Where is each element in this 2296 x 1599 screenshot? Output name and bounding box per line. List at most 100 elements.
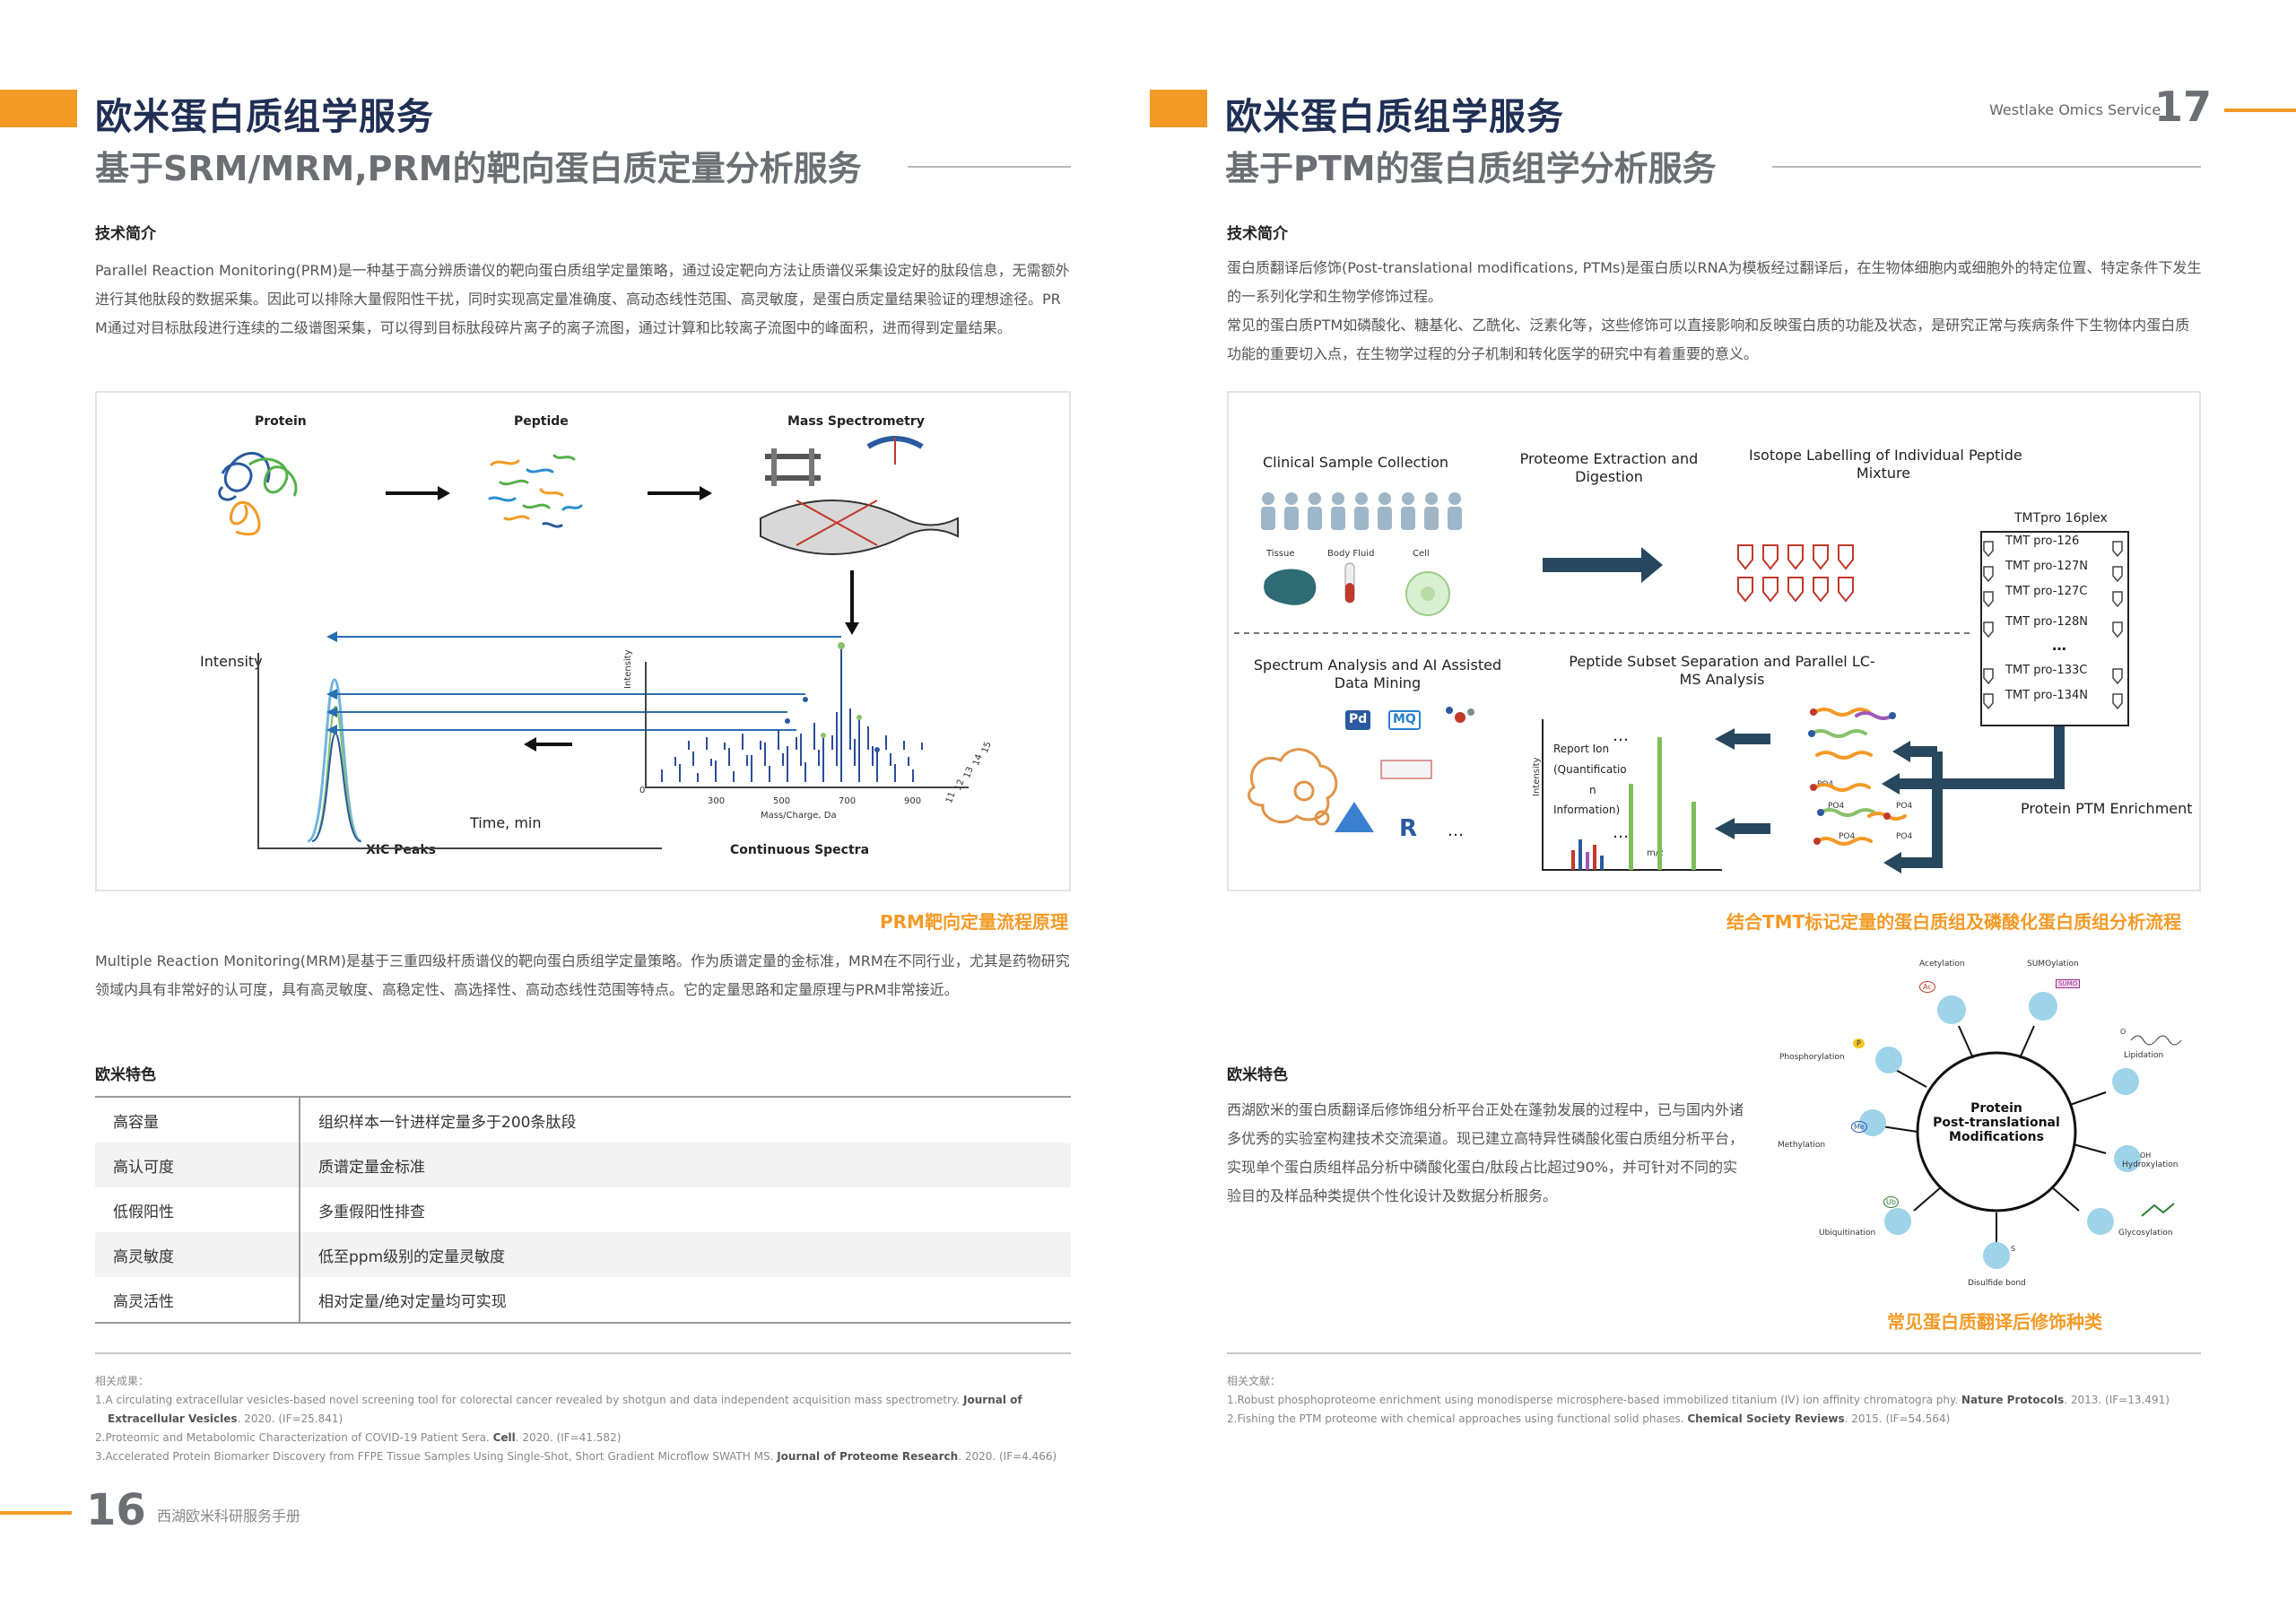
feature-key: 高灵敏度 (95, 1232, 300, 1277)
mass-spectrometer-icon (760, 436, 959, 555)
r-logo: R (1399, 815, 1418, 842)
mz-label: m/z (1647, 848, 1664, 858)
ub-badge: Ub (1883, 1196, 1899, 1208)
header-accent-line (2224, 109, 2296, 112)
features-table: 高容量组织样本一针进样定量多于200条肽段 高认可度质谱定量金标准 低假阳性多重… (95, 1096, 1071, 1324)
prm-figure-caption: PRM靶向定量流程原理 (880, 911, 1068, 933)
p-badge: P (1853, 1038, 1865, 1048)
step-peptide-separation: Peptide Subset Separation and Parallel L… (1569, 653, 1875, 688)
ptm-label-phosphorylation: Phosphorylation (1779, 1053, 1845, 1062)
lipid-chain (2130, 1035, 2182, 1046)
software-ellipsis: … (1448, 821, 1464, 840)
workflow-caption: 结合TMT标记定量的蛋白质组及磷酸化蛋白质组分析流程 (1726, 911, 2182, 933)
tmt-item: TMT pro-128N (2005, 615, 2088, 629)
workflow-graphics (1234, 492, 2123, 873)
ptm-label-acetylation: Acetylation (1919, 960, 1965, 969)
peptide-ellipsis-2: … (1613, 823, 1629, 842)
labelled-tubes (1737, 544, 1854, 603)
tmt-item: TMT pro-127C (2005, 585, 2088, 598)
accent-bar (1150, 90, 1207, 127)
po4-label: PO4 (1839, 832, 1856, 841)
feature-row: 高灵敏度低至ppm级别的定量灵敏度 (95, 1232, 1071, 1277)
cell-icon (1405, 571, 1450, 616)
spec-xlabel: Mass/Charge, Da (761, 811, 837, 821)
footer-text: 西湖欧米科研服务手册 (157, 1508, 301, 1525)
mq-logo: MQ (1388, 710, 1421, 730)
ptm-label-methylation: Methylation (1778, 1141, 1826, 1150)
ptm-label-hydroxylation: Hydroxylation (2122, 1160, 2179, 1169)
tmt-box: TMT pro-126 TMT pro-127N TMT pro-127C TM… (1980, 531, 2129, 726)
continuous-label: Continuous Spectra (730, 843, 870, 857)
protein-icon (218, 452, 298, 536)
footer-accent-line (0, 1511, 72, 1515)
body-fluid-label: Body Fluid (1327, 549, 1375, 559)
prm-diagram-graphics (218, 436, 969, 849)
ac-badge: Ac (1919, 981, 1935, 993)
brain-icon (1248, 748, 1338, 826)
feature-key: 高灵活性 (95, 1277, 300, 1322)
feature-row: 高容量组织样本一针进样定量多于200条肽段 (95, 1098, 1071, 1143)
mass-spec-label: Mass Spectrometry (787, 414, 925, 429)
spectra-lines (661, 647, 923, 782)
ptm-wheel: Acetylation SUMOylation Lipidation Hydro… (1774, 956, 2203, 1302)
po4-label: PO4 (1896, 832, 1913, 841)
step-ptm-enrichment: Protein PTM Enrichment (2021, 800, 2193, 817)
s-label: S (2011, 1245, 2016, 1253)
feature-key: 高认可度 (95, 1143, 300, 1187)
heading-rule (1772, 166, 2201, 168)
tick-300: 300 (708, 796, 726, 806)
cell-label: Cell (1413, 549, 1430, 559)
reference-item: 1.A circulating extracellular vesicles-b… (95, 1394, 1022, 1425)
software-triangle-icon (1335, 802, 1374, 832)
peptide-icon (488, 454, 583, 528)
tick-500: 500 (773, 796, 791, 806)
proteome-tool-icon (1380, 760, 1432, 779)
refs-rule (95, 1352, 1071, 1354)
feature-row: 低假阳性多重假阳性排查 (95, 1187, 1071, 1232)
step-sample-collection: Clinical Sample Collection (1263, 454, 1448, 471)
reference-item: 2.Proteomic and Metabolomic Characteriza… (95, 1431, 622, 1444)
reference-item: 1.Robust phosphoproteome enrichment usin… (1227, 1394, 2170, 1406)
intro-title: 技术简介 (95, 225, 156, 243)
ptm-label-disulfide: Disulfide bond (1968, 1279, 2026, 1288)
feature-value: 多重假阳性排查 (318, 1203, 425, 1221)
tmt-ellipsis: … (2052, 637, 2066, 654)
reference-item: 2.Fishing the PTM proteome with chemical… (1227, 1412, 1951, 1425)
glycan-chain (2141, 1203, 2175, 1217)
peptide-ellipsis-1: … (1613, 726, 1629, 745)
intro-text: Parallel Reaction Monitoring(PRM)是一种基于高分… (95, 262, 1070, 336)
reference-item: 3.Accelerated Protein Biomarker Discover… (95, 1450, 1057, 1463)
references-left: 相关成果： 1.A circulating extracellular vesi… (95, 1372, 1073, 1466)
tissue-label: Tissue (1266, 549, 1295, 559)
ptm-workflow-figure: Clinical Sample Collection Tissue Body F… (1227, 391, 2201, 891)
oh-label: OH (2140, 1151, 2152, 1160)
protein-label: Protein (255, 414, 307, 429)
page-subheading: 基于SRM/MRM,PRM的靶向蛋白质定量分析服务 (95, 149, 862, 188)
people-icons (1261, 492, 1462, 530)
peptide-label: Peptide (514, 414, 569, 429)
tick-900: 900 (904, 796, 922, 806)
feature-row: 高灵活性相对定量/绝对定量均可实现 (95, 1277, 1071, 1322)
intro-paragraph-1: 蛋白质翻译后修饰(Post-translational modification… (1227, 259, 2202, 305)
heading-rule (908, 166, 1071, 168)
peptide-strands (1810, 708, 1907, 846)
liver-icon (1264, 569, 1317, 605)
refs-title: 相关文献： (1227, 1375, 1282, 1387)
extraction-arrow (1543, 547, 1663, 583)
o-label: O (2120, 1028, 2126, 1036)
sumo-badge: SUMO (2056, 979, 2081, 988)
tmt-item: TMT pro-127N (2005, 560, 2088, 573)
mrm-text: Multiple Reaction Monitoring(MRM)是基于三重四级… (95, 952, 1070, 998)
tmt-item: TMT pro-134N (2005, 689, 2088, 702)
refs-rule (1227, 1352, 2201, 1354)
tmt-item: TMT pro-126 (2005, 534, 2080, 548)
xic-label: XIC Peaks (366, 843, 436, 857)
page-heading: 欧米蛋白质组学服务 (1225, 95, 1564, 138)
page-subheading: 基于PTM的蛋白质组学分析服务 (1225, 149, 1717, 188)
features-title: 欧米特色 (1227, 1066, 1288, 1084)
ptm-label-ubiquitination: Ubiquitination (1819, 1229, 1876, 1238)
intro-title: 技术简介 (1227, 225, 1288, 243)
